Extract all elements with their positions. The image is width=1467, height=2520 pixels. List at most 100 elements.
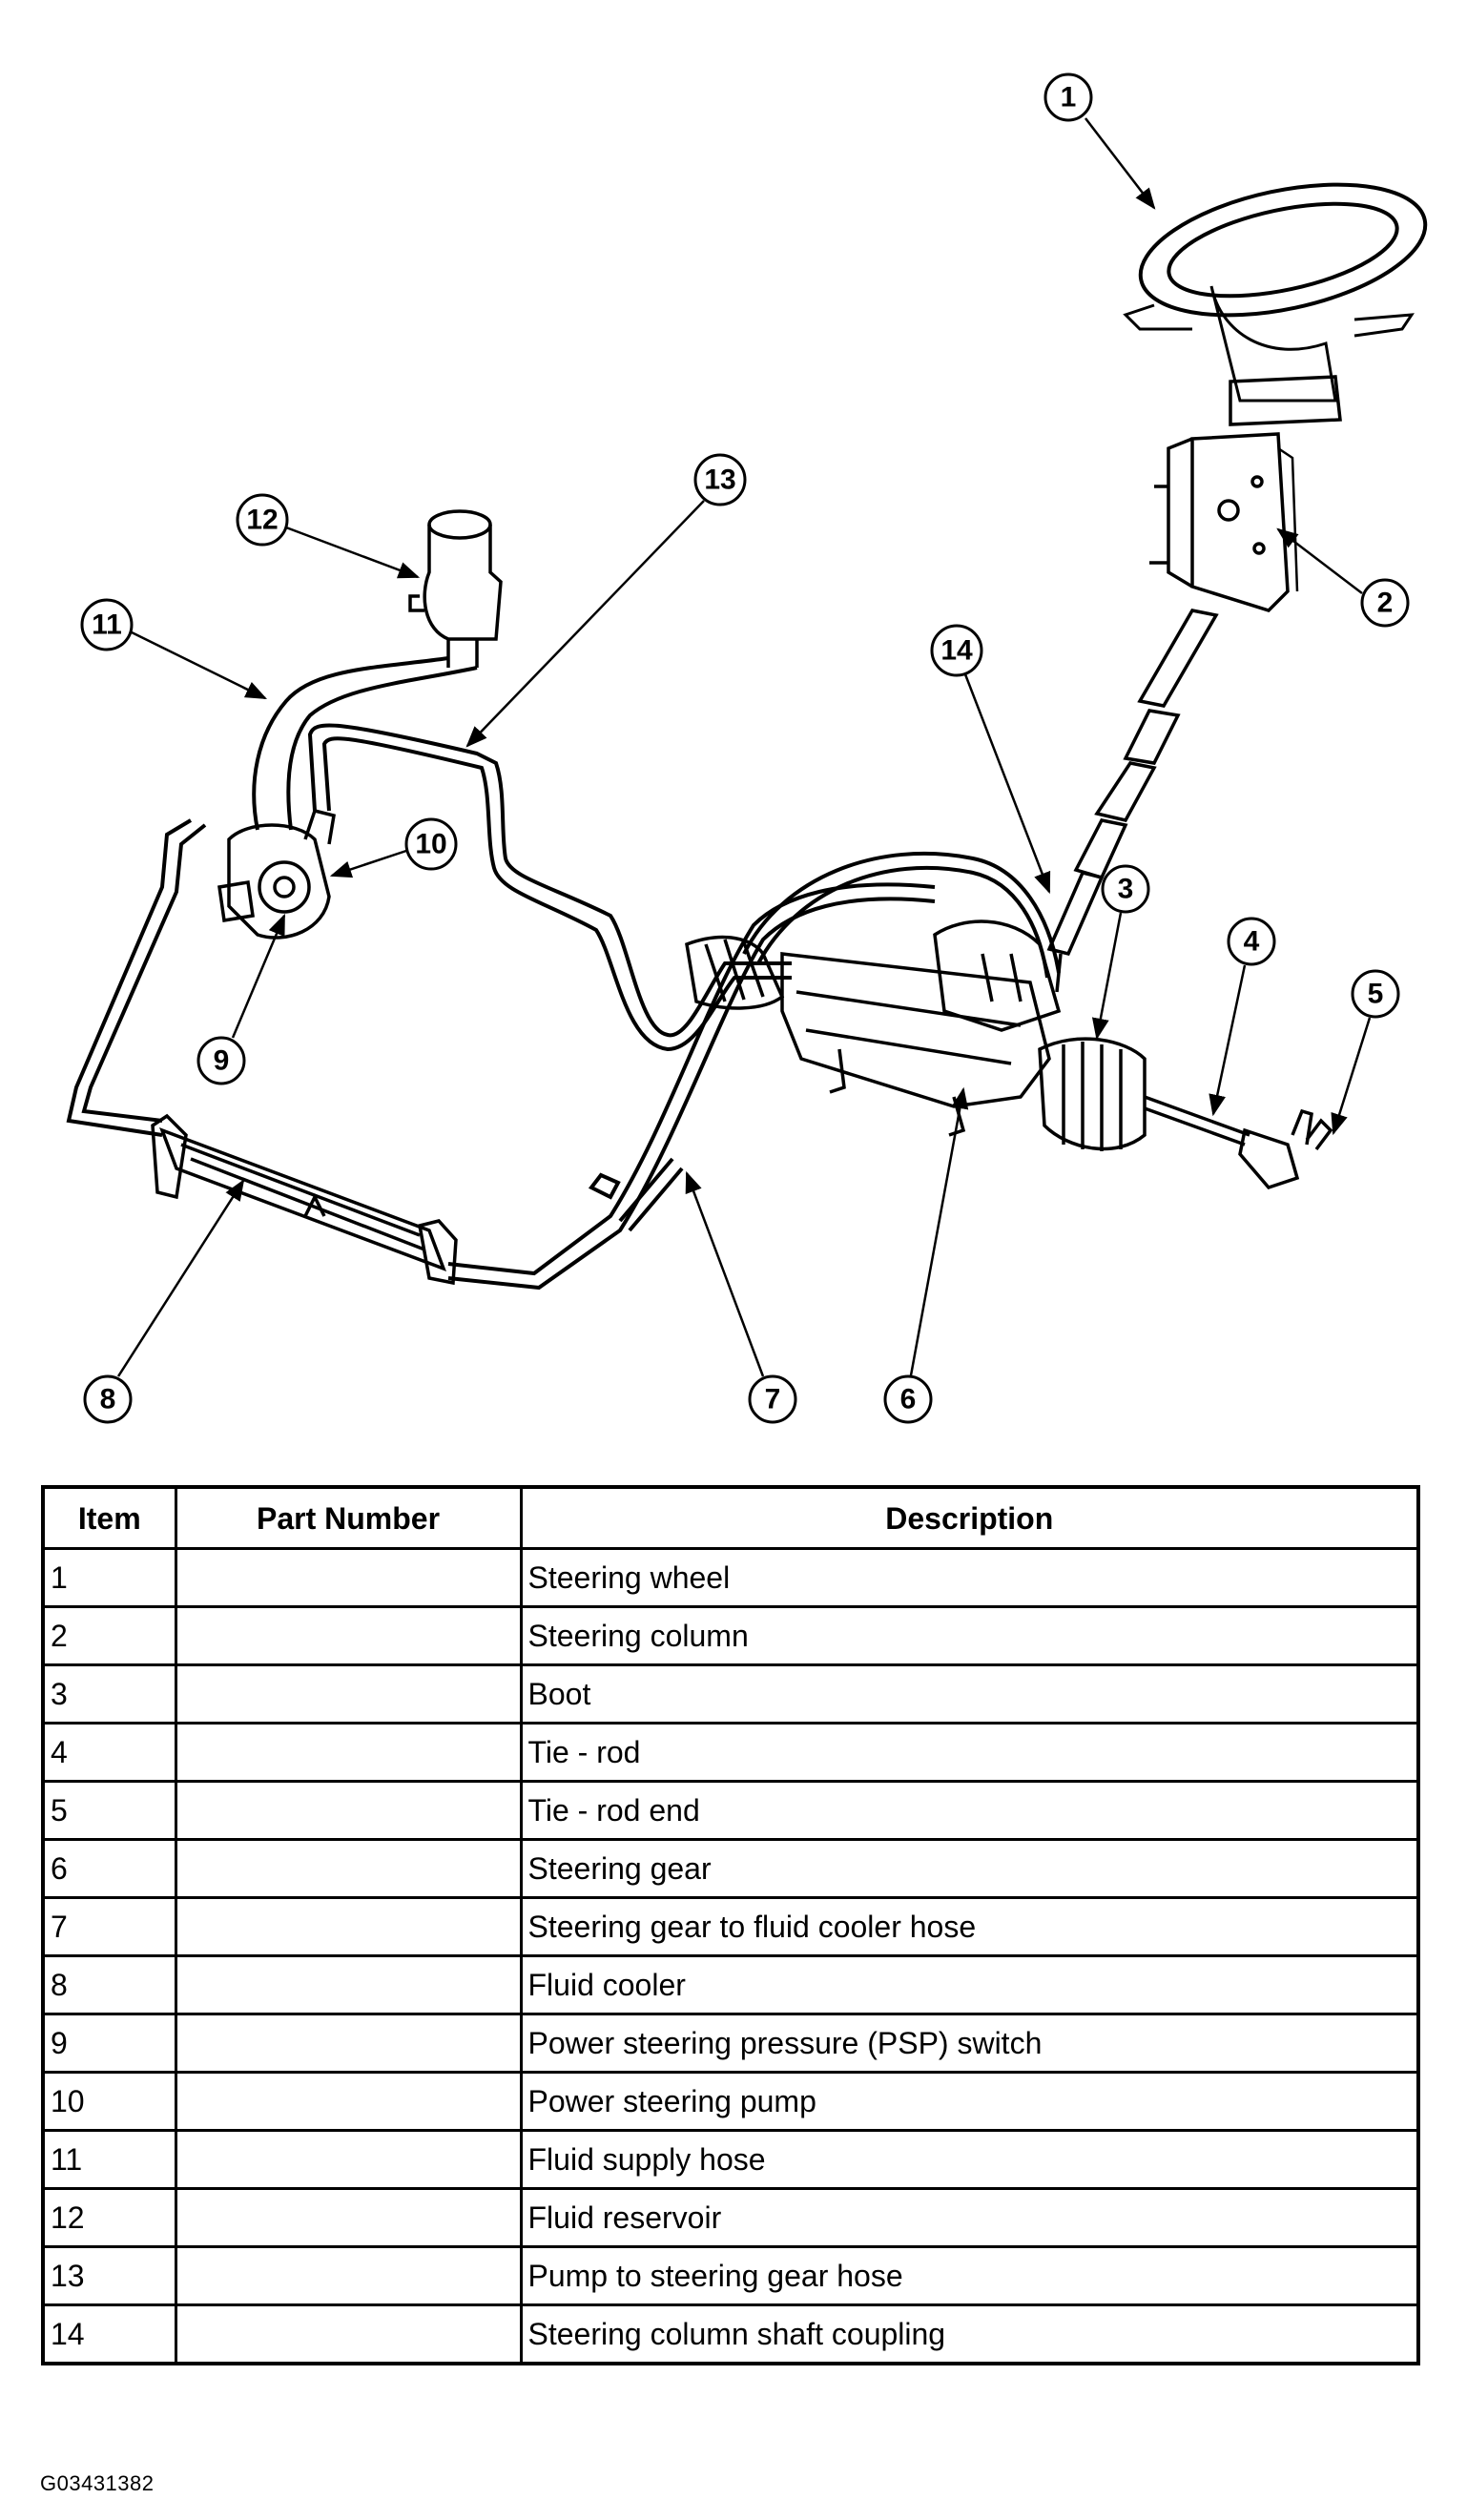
hose-lines-drawing <box>66 656 1061 1291</box>
cell-item: 2 <box>41 1605 177 1666</box>
cell-part-number <box>174 2187 523 2248</box>
steering-gear-drawing <box>685 919 1333 1190</box>
callout-5: 5 <box>1331 969 1400 1136</box>
cell-item: 7 <box>41 1896 177 1957</box>
callout-7-label: 7 <box>765 1384 781 1415</box>
callout-11: 11 <box>80 598 268 700</box>
cell-part-number <box>174 1954 523 2015</box>
header-item: Item <box>41 1485 177 1550</box>
cell-part-number <box>174 1838 523 1899</box>
cell-description: Boot <box>519 1663 1420 1725</box>
table-row: 6 Steering gear <box>41 1838 1420 1899</box>
cell-part-number <box>174 1896 523 1957</box>
cell-item: 5 <box>41 1780 177 1841</box>
cell-description: Steering gear to fluid cooler hose <box>519 1896 1420 1957</box>
table-row: 11 Fluid supply hose <box>41 2129 1420 2190</box>
table-row: 1 Steering wheel <box>41 1547 1420 1608</box>
header-part-number: Part Number <box>174 1485 523 1550</box>
cell-description: Steering wheel <box>519 1547 1420 1608</box>
cell-description: Steering gear <box>519 1838 1420 1899</box>
steering-system-diagram: 1 2 3 4 5 6 <box>66 72 1428 1424</box>
cell-part-number <box>174 2071 523 2132</box>
callout-9-label: 9 <box>214 1045 230 1077</box>
callout-4-label: 4 <box>1244 926 1260 958</box>
callout-2-label: 2 <box>1377 588 1394 619</box>
cell-part-number <box>174 2129 523 2190</box>
cell-part-number <box>174 2303 523 2365</box>
figure-id: G03431382 <box>40 2471 155 2495</box>
callout-4: 4 <box>1209 917 1276 1117</box>
cell-item: 8 <box>41 1954 177 2015</box>
callout-3: 3 <box>1091 864 1150 1041</box>
callout-13: 13 <box>465 453 747 748</box>
callout-14-label: 14 <box>940 635 973 667</box>
callout-1: 1 <box>1043 72 1156 210</box>
callout-10: 10 <box>329 817 458 878</box>
table-row: 4 Tie - rod <box>41 1722 1420 1783</box>
callout-11-label: 11 <box>92 609 122 641</box>
cell-description: Tie - rod <box>519 1722 1420 1783</box>
table-row: 13 Pump to steering gear hose <box>41 2245 1420 2306</box>
power-steering-pump-drawing <box>217 808 336 940</box>
cell-part-number <box>174 1547 523 1608</box>
intermediate-shaft-drawing <box>1046 609 1219 993</box>
cell-item: 10 <box>41 2071 177 2132</box>
table-row: 12 Fluid reservoir <box>41 2187 1420 2248</box>
callout-5-label: 5 <box>1368 979 1384 1010</box>
cell-part-number <box>174 1722 523 1783</box>
parts-table: Item Part Number Description 1 Steering … <box>41 1485 1420 2365</box>
cell-description: Tie - rod end <box>519 1780 1420 1841</box>
cell-part-number <box>174 1780 523 1841</box>
steering-column-drawing <box>1149 375 1342 612</box>
cell-item: 3 <box>41 1663 177 1725</box>
table-row: 5 Tie - rod end <box>41 1780 1420 1841</box>
callout-12: 12 <box>236 493 421 579</box>
table-header-row: Item Part Number Description <box>41 1485 1420 1550</box>
table-row: 8 Fluid cooler <box>41 1954 1420 2015</box>
table-row: 10 Power steering pump <box>41 2071 1420 2132</box>
cell-description: Steering column <box>519 1605 1420 1666</box>
cell-description: Steering column shaft coupling <box>519 2303 1420 2365</box>
callout-14: 14 <box>930 624 1051 895</box>
callout-8: 8 <box>83 1179 245 1424</box>
callout-7: 7 <box>685 1170 797 1424</box>
table-row: 7 Steering gear to fluid cooler hose <box>41 1896 1420 1957</box>
callout-8-label: 8 <box>100 1384 116 1415</box>
cell-item: 12 <box>41 2187 177 2248</box>
cell-item: 9 <box>41 2013 177 2074</box>
callout-6: 6 <box>883 1086 969 1424</box>
cell-part-number <box>174 2245 523 2306</box>
table-row: 3 Boot <box>41 1663 1420 1725</box>
cell-part-number <box>174 1605 523 1666</box>
cell-item: 1 <box>41 1547 177 1608</box>
cell-description: Pump to steering gear hose <box>519 2245 1420 2306</box>
cell-item: 6 <box>41 1838 177 1899</box>
table-row: 9 Power steering pressure (PSP) switch <box>41 2013 1420 2074</box>
cell-description: Power steering pump <box>519 2071 1420 2132</box>
fluid-reservoir-drawing <box>408 509 503 668</box>
fluid-cooler-drawing <box>151 1113 458 1286</box>
cell-item: 13 <box>41 2245 177 2306</box>
callout-13-label: 13 <box>704 465 735 496</box>
callout-2: 2 <box>1276 527 1410 628</box>
cell-item: 11 <box>41 2129 177 2190</box>
callout-6-label: 6 <box>900 1384 917 1415</box>
header-description: Description <box>519 1485 1420 1550</box>
cell-description: Fluid reservoir <box>519 2187 1420 2248</box>
cell-item: 14 <box>41 2303 177 2365</box>
cell-part-number <box>174 1663 523 1725</box>
cell-part-number <box>174 2013 523 2074</box>
cell-item: 4 <box>41 1722 177 1783</box>
callout-3-label: 3 <box>1118 874 1134 905</box>
table-row: 2 Steering column <box>41 1605 1420 1666</box>
callout-9: 9 <box>196 913 286 1085</box>
callout-1-label: 1 <box>1061 82 1077 114</box>
table-row: 14 Steering column shaft coupling <box>41 2303 1420 2365</box>
steering-wheel-drawing <box>1123 182 1428 403</box>
cell-description: Power steering pressure (PSP) switch <box>519 2013 1420 2074</box>
callout-10-label: 10 <box>415 829 446 860</box>
callout-12-label: 12 <box>246 505 278 536</box>
cell-description: Fluid cooler <box>519 1954 1420 2015</box>
cell-description: Fluid supply hose <box>519 2129 1420 2190</box>
callouts: 1 2 3 4 5 6 <box>80 72 1410 1424</box>
